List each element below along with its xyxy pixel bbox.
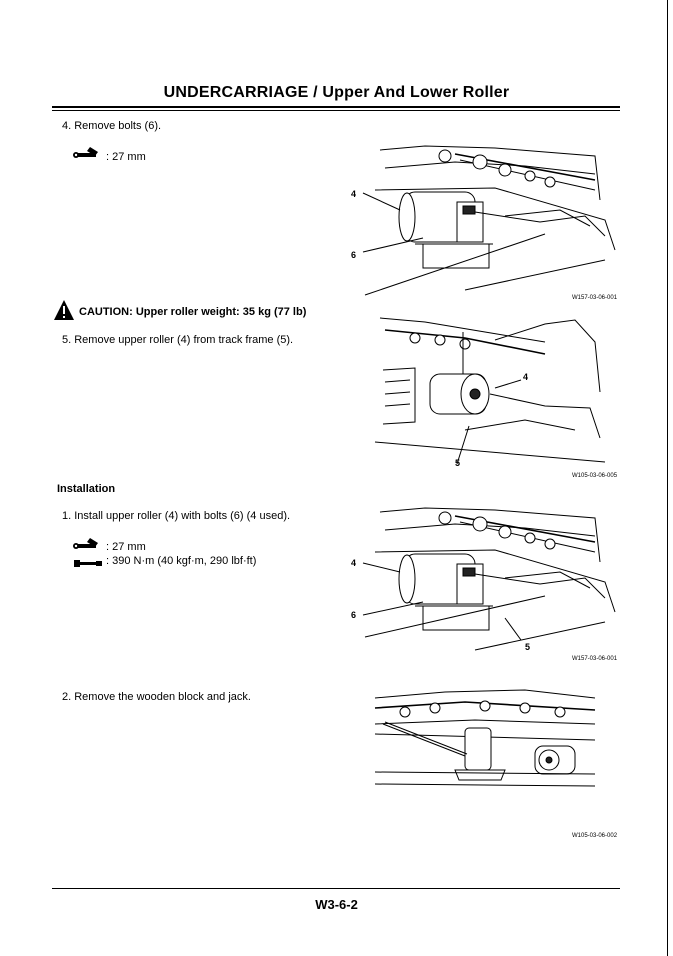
installation-heading: Installation	[57, 483, 116, 495]
figure-2-callout-4: 4	[523, 372, 529, 382]
header-rule-thin	[52, 110, 620, 111]
torque-wrench-icon	[72, 556, 104, 568]
install-step-2-text: 2. Remove the wooden block and jack.	[62, 691, 251, 703]
figure-2-illustration: 4 5 W105-03-06-005	[345, 312, 625, 484]
page-edge-rule	[667, 0, 668, 956]
figure-1-callout-6: 6	[351, 250, 357, 260]
page-title: UNDERCARRIAGE / Upper And Lower Roller	[163, 84, 510, 101]
install-spec-torque: : 390 N·m (40 kgf·m, 290 lbf·ft)	[106, 555, 257, 567]
figure-2-callout-5: 5	[455, 458, 461, 468]
install-spec-wrench: : 27 mm	[106, 541, 146, 553]
step-4-text: 4. Remove bolts (6).	[62, 120, 162, 132]
figure-3-illustration: 4 6 5 W157-03-06-001	[345, 502, 625, 670]
caution-text: CAUTION: Upper roller weight: 35 kg (77 …	[79, 306, 307, 318]
figure-3-id: W157-03-06-001	[572, 656, 618, 662]
figure-1-illustration: 4 6 W157-03-06-001	[345, 140, 625, 308]
figure-2-id: W105-03-06-005	[572, 473, 618, 479]
figure-3-callout-6: 6	[351, 610, 357, 620]
figure-3-callout-5: 5	[525, 642, 531, 652]
footer-rule	[52, 888, 620, 889]
wrench-icon	[72, 537, 104, 551]
page-number: W3-6-2	[315, 897, 358, 912]
figure-3-callout-4: 4	[351, 558, 357, 568]
warning-triangle-icon	[53, 299, 75, 321]
header-rule	[52, 106, 620, 108]
wrench-icon	[72, 146, 104, 160]
install-step-1-text: 1. Install upper roller (4) with bolts (…	[62, 510, 291, 522]
figure-4-id: W105-03-06-002	[572, 833, 618, 839]
figure-1-id: W157-03-06-001	[572, 295, 618, 301]
figure-4-illustration: W105-03-06-002	[345, 684, 625, 844]
step-4-spec: : 27 mm	[106, 151, 146, 163]
figure-1-callout-4: 4	[351, 189, 357, 199]
step-5-text: 5. Remove upper roller (4) from track fr…	[62, 334, 294, 346]
